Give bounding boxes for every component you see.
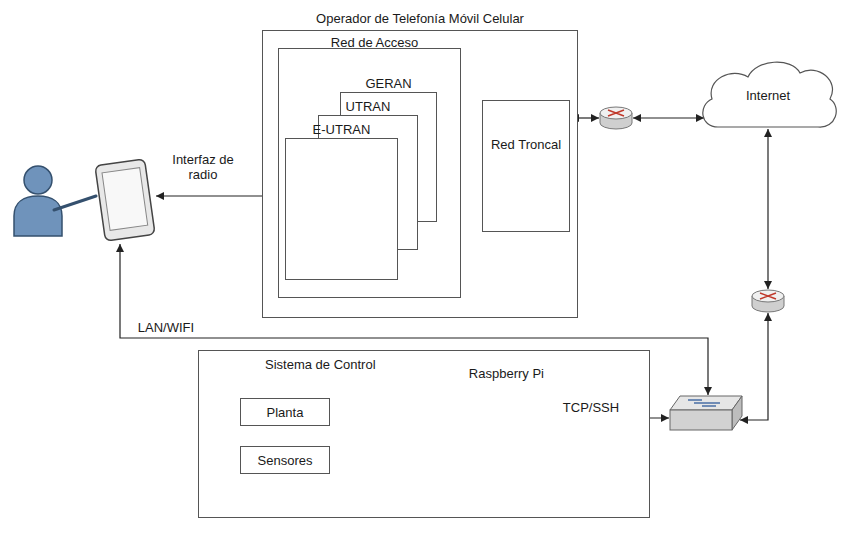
operator-box: Operador de Telefonía Móvil CelularRed d… <box>262 30 578 318</box>
switch-icon <box>670 396 742 430</box>
label-slot: LAN/WIFI <box>126 318 206 336</box>
core-network-box: Red Troncal <box>482 100 570 232</box>
process-box: Sensores <box>240 446 330 474</box>
label-slot: Interfaz de radio <box>168 152 238 183</box>
link-label: LAN/WIFI <box>138 320 194 335</box>
raspberry-pi: Raspberry Pi <box>378 362 548 474</box>
node-text: UTRAN <box>346 99 391 114</box>
node-text: Planta <box>267 405 304 420</box>
link-label: TCP/SSH <box>563 400 619 415</box>
node-text: Internet <box>746 88 790 103</box>
router-icon <box>752 290 784 312</box>
access-network-box: Red de AccesoGERANUTRANE-UTRAN <box>278 48 461 298</box>
tablet-icon <box>95 159 155 241</box>
control-system-box: Sistema de ControlRaspberry Pi PlantaSens… <box>198 350 650 518</box>
node-text: Red Troncal <box>491 137 561 152</box>
user-icon <box>14 166 96 236</box>
access-tech-box: E-UTRAN <box>285 138 398 280</box>
process-box: Planta <box>240 398 330 426</box>
internet-cloud: Internet <box>698 55 838 135</box>
node-text: Red de Acceso <box>331 35 418 50</box>
node-text: Sensores <box>258 453 313 468</box>
link-label: Interfaz de radio <box>168 152 238 182</box>
node-text: Operador de Telefonía Móvil Celular <box>316 11 524 26</box>
router-switch-link <box>740 313 768 420</box>
node-text: Sistema de Control <box>265 357 376 372</box>
cloud-shape <box>703 62 836 127</box>
node-text: Raspberry Pi <box>469 366 544 381</box>
label-slot: TCP/SSH <box>556 398 626 416</box>
router-icon <box>600 107 632 129</box>
node-text: GERAN <box>365 76 411 91</box>
internet-router-link <box>767 129 768 289</box>
router-internet-link <box>633 117 704 118</box>
node-text: E-UTRAN <box>313 122 371 137</box>
